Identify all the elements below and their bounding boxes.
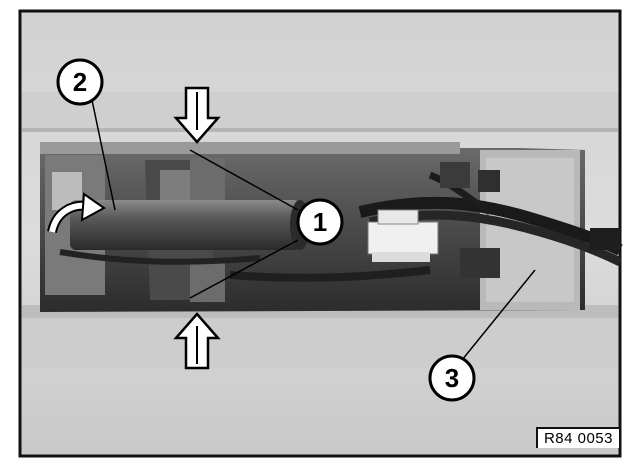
reference-code-label: R84 0053: [535, 427, 619, 448]
callout-2-number: 2: [73, 67, 87, 97]
leader-lines: [91, 99, 536, 361]
callout-1: 1: [296, 198, 344, 246]
cable-cylinder: [70, 200, 300, 250]
callout-3: 3: [428, 354, 476, 402]
down-arrow-icon: [173, 86, 221, 144]
callout-1-number: 1: [313, 207, 327, 237]
callout-2: 2: [56, 58, 104, 106]
rotation-arrow-icon: [47, 192, 106, 234]
up-arrow-icon: [173, 312, 221, 370]
upper-panel: [22, 92, 618, 132]
callout-3-number: 3: [445, 363, 459, 393]
white-connector: [367, 221, 439, 255]
